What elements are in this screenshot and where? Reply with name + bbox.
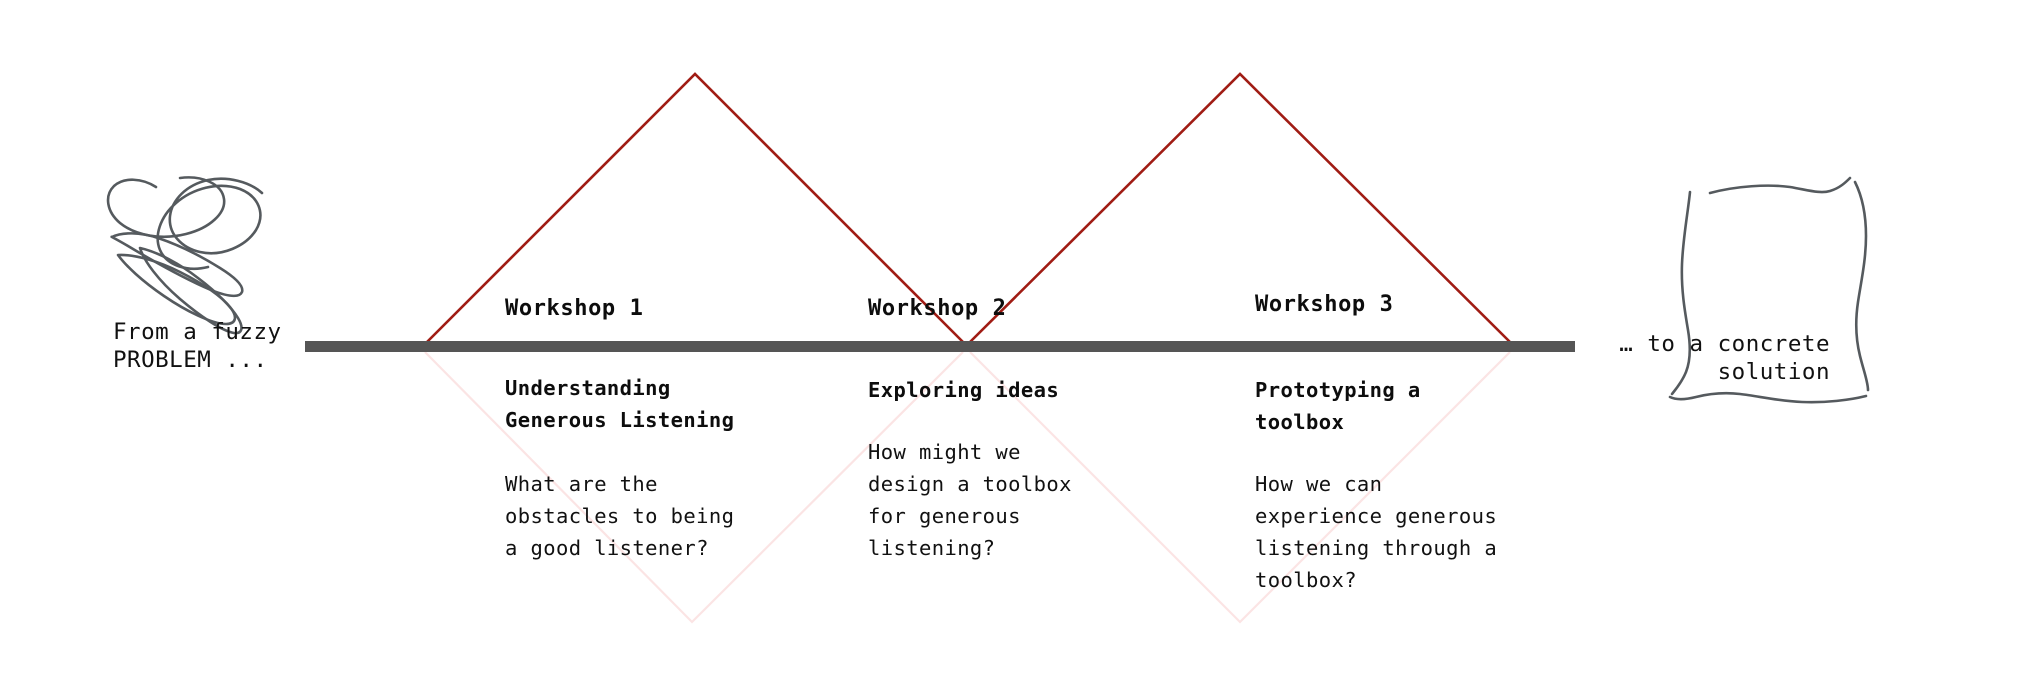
workshop-3-subtitle: Prototyping a toolbox	[1255, 378, 1421, 434]
workshop-2-subtitle: Exploring ideas	[868, 378, 1060, 402]
from-problem-caption: From a fuzzy PROBLEM ...	[113, 319, 282, 373]
workshop-1-label[interactable]: Workshop 1	[505, 296, 644, 321]
workshop-1-question: What are the obstacles to being a good l…	[505, 472, 735, 560]
workshop-3-question: How we can experience generous listening…	[1255, 472, 1498, 592]
peak-triangle-2	[967, 72, 1513, 345]
workshop-2-label[interactable]: Workshop 2	[868, 296, 1007, 321]
workshop-3-label[interactable]: Workshop 3	[1255, 292, 1394, 317]
workshop-1-subtitle: Understanding Generous Listening	[505, 376, 735, 432]
fuzzy-scribble-icon	[106, 176, 264, 335]
timeline-bar	[305, 341, 1575, 352]
to-solution-caption: … to a concrete solution	[1619, 331, 1830, 385]
workshop-2-question: How might we design a toolbox for genero…	[868, 440, 1072, 560]
